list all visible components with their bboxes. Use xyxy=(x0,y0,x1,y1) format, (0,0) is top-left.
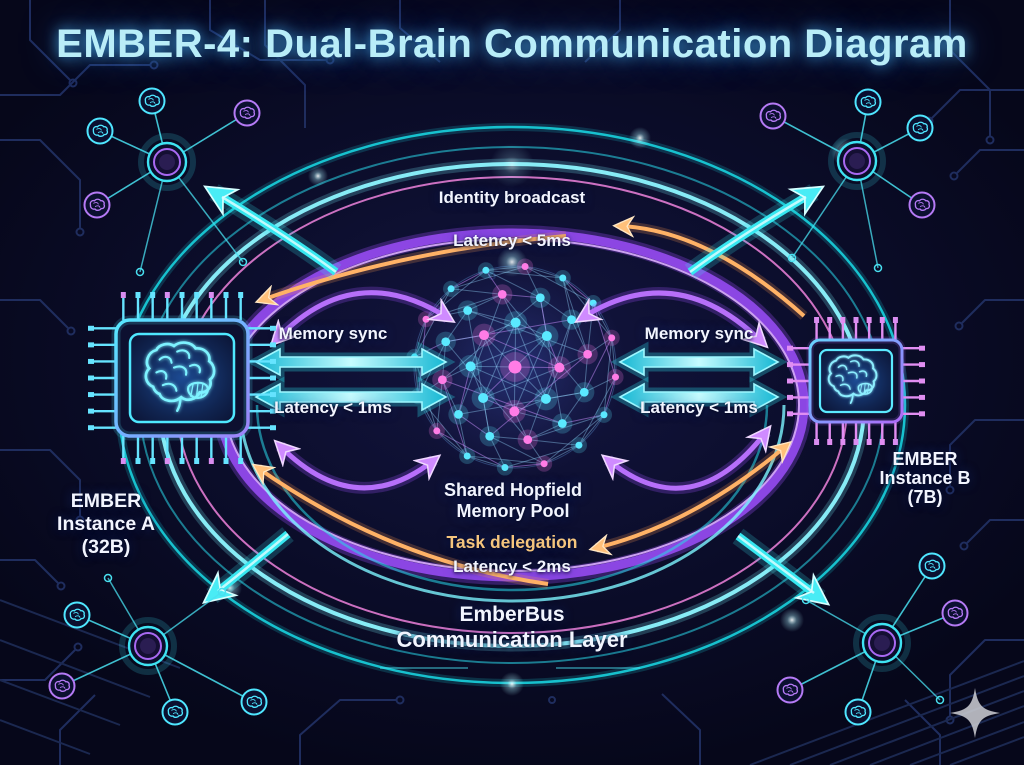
instance-b-id: Instance B xyxy=(879,468,971,488)
task-delegation-latency: Latency < 2ms xyxy=(453,557,571,576)
diagonal-traces xyxy=(0,599,1024,765)
brain-chip-a-icon xyxy=(88,292,276,464)
instance-a-name: EMBER xyxy=(70,490,142,512)
instance-b-size: (7B) xyxy=(907,487,943,507)
diagram-title: EMBER-4: Dual-Brain Communication Diagra… xyxy=(56,22,968,66)
memory-sync-right-latency: Latency < 1ms xyxy=(640,398,758,417)
memory-pool-label: Shared Hopfield Memory Pool xyxy=(444,480,582,522)
memory-sync-left-latency: Latency < 1ms xyxy=(274,398,392,417)
memory-pool-line1: Shared Hopfield xyxy=(443,480,583,500)
neural-hub-icons xyxy=(48,87,969,726)
brain-chip-b-icon xyxy=(787,317,925,445)
instance-a-size: (32B) xyxy=(81,536,131,558)
sparkle-icon xyxy=(950,688,1000,738)
instance-a-label: EMBER Instance A (32B) xyxy=(57,490,155,559)
emberbus-line2: Communication Layer xyxy=(396,627,628,652)
instance-a-id: Instance A xyxy=(57,513,155,535)
memory-sync-arrows xyxy=(246,341,788,418)
instance-b-name: EMBER xyxy=(892,449,958,469)
emberbus-label: EmberBus Communication Layer xyxy=(396,603,627,653)
instance-b-label: EMBER Instance B (7B) xyxy=(879,450,970,507)
identity-broadcast-label: Identity broadcast xyxy=(438,188,586,207)
task-delegation-arrows xyxy=(258,226,808,589)
task-delegation-label: Task delegation xyxy=(446,532,578,552)
emberbus-line1: EmberBus xyxy=(459,603,565,626)
memory-sync-right-label: Memory sync xyxy=(644,324,754,343)
identity-broadcast-latency: Latency < 5ms xyxy=(453,231,571,250)
memory-pool-line2: Memory Pool xyxy=(456,501,570,521)
memory-sync-left-label: Memory sync xyxy=(278,324,388,343)
